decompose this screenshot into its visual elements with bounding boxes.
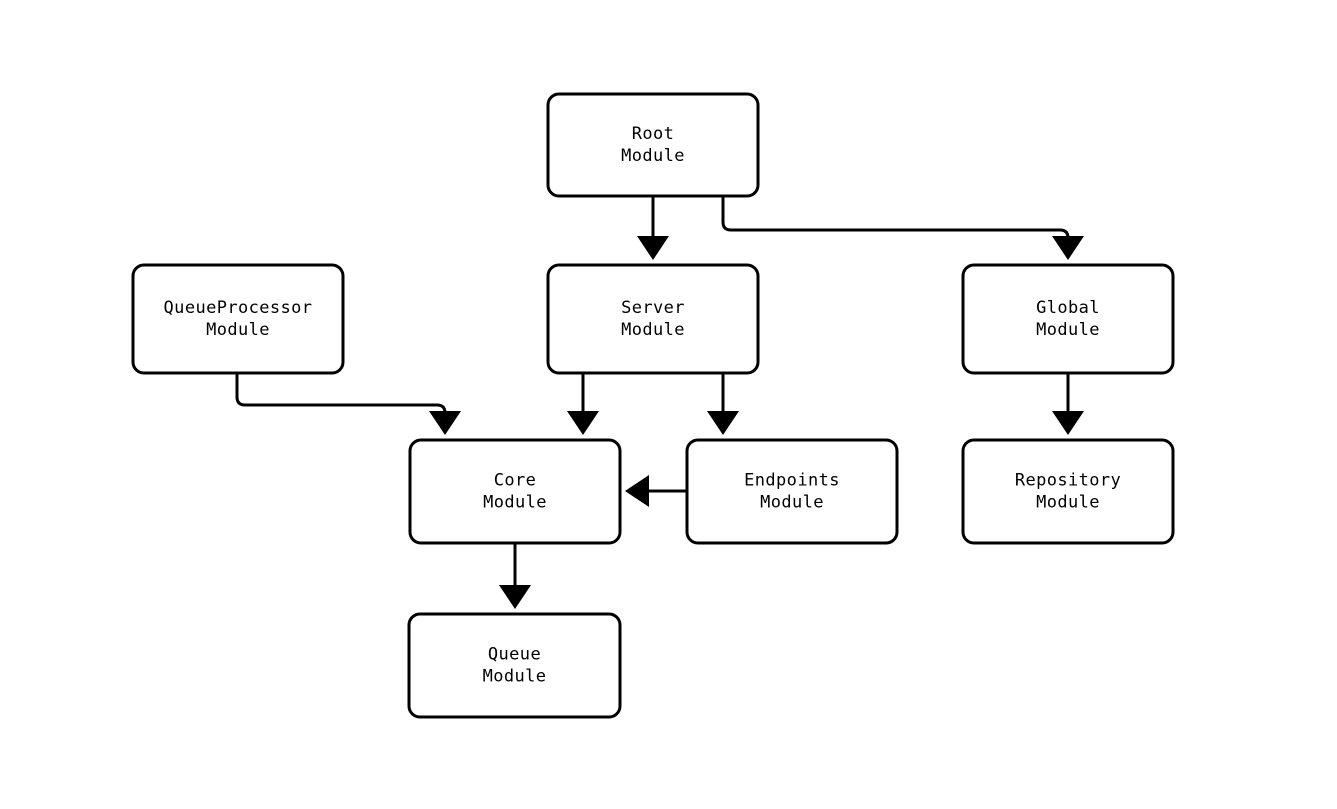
node-global-label-line2: Module — [1036, 320, 1100, 340]
node-server-box[interactable] — [546, 263, 760, 375]
edge-queueprocessor-to-core — [235, 373, 447, 414]
node-queue-box[interactable] — [407, 612, 622, 719]
arrow-server-to-endpoints-icon — [707, 411, 739, 435]
node-queueprocessor-label-line1: QueueProcessor — [164, 298, 313, 318]
node-queue-label-line1: Queue — [488, 645, 541, 665]
node-queue-label-line2: Module — [483, 667, 547, 687]
arrow-global-to-repository-icon — [1052, 411, 1084, 435]
arrow-root-to-server-icon — [637, 236, 669, 260]
node-server-label-line2: Module — [621, 320, 685, 340]
node-core-label-line1: Core — [494, 471, 537, 491]
node-endpoints-label-line1: Endpoints — [744, 471, 840, 491]
node-repository-label-line1: Repository — [1015, 471, 1121, 491]
edges-layer — [235, 196, 1070, 585]
node-root-label-line2: Module — [621, 146, 685, 166]
node-queueprocessor-box[interactable] — [131, 263, 345, 375]
arrow-core-to-queue-icon — [499, 585, 531, 609]
arrow-root-to-global-icon — [1052, 236, 1084, 260]
node-server-label-line1: Server — [621, 298, 685, 318]
node-endpoints-label-line2: Module — [760, 493, 824, 513]
node-global-box[interactable] — [961, 263, 1175, 375]
node-repository-label-line2: Module — [1036, 493, 1100, 513]
node-global-label-line1: Global — [1036, 298, 1100, 318]
arrow-server-to-core-icon — [567, 411, 599, 435]
node-endpoints-box[interactable] — [685, 438, 899, 545]
arrow-endpoints-to-core-icon — [625, 475, 649, 507]
nodes-layer: RootModuleQueueProcessorModuleServerModu… — [131, 92, 1175, 719]
edge-root-to-global — [721, 196, 1070, 239]
arrow-queueprocessor-to-core-icon — [429, 411, 461, 435]
node-root-box[interactable] — [546, 92, 760, 198]
node-queueprocessor-label-line2: Module — [206, 320, 270, 340]
node-root-label-line1: Root — [632, 124, 675, 144]
node-core-box[interactable] — [408, 438, 622, 545]
node-repository-box[interactable] — [961, 438, 1175, 545]
arrowheads-layer — [429, 236, 1084, 609]
node-core-label-line2: Module — [483, 493, 547, 513]
